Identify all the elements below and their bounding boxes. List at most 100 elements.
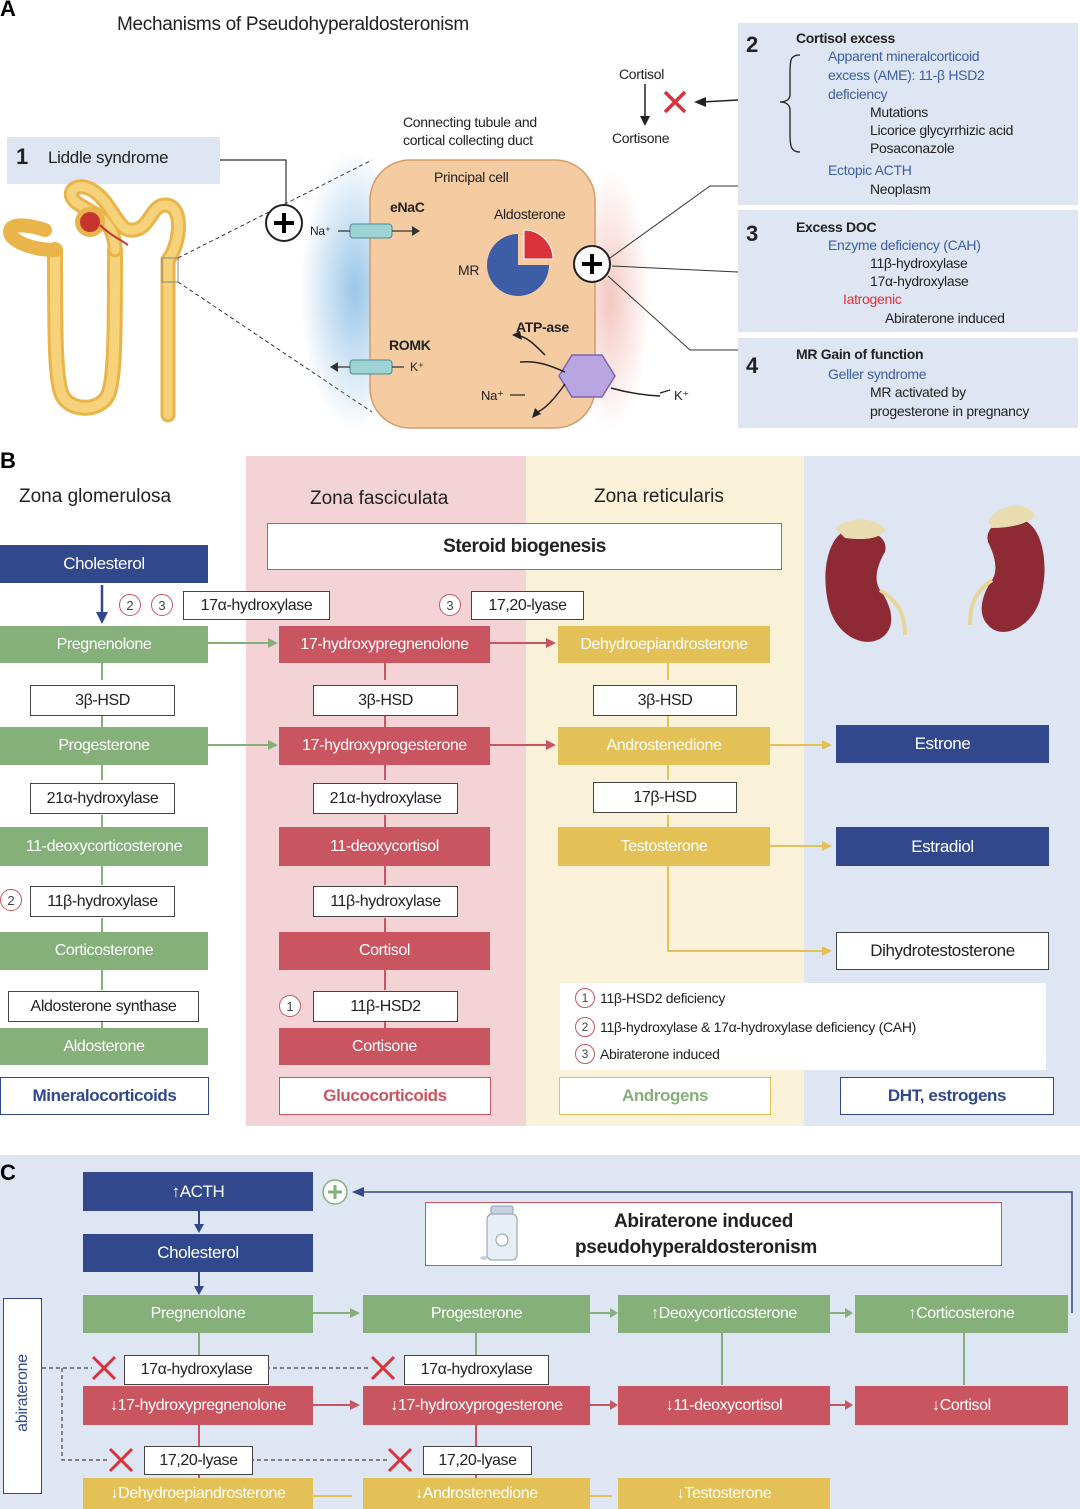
- zona-glomerulosa-heading: Zona glomerulosa: [19, 486, 172, 507]
- cortisol-label: Cortisol: [619, 66, 665, 82]
- romk-channel-icon: [330, 359, 404, 375]
- duct-label: Connecting tubule and: [403, 114, 537, 130]
- block-x-icon: [91, 1355, 117, 1381]
- aldosterone-label: Aldosterone: [494, 206, 566, 222]
- dhea-box: ↓Dehydroepiandrosterone: [83, 1478, 313, 1509]
- box3-line: Enzyme deficiency (CAH): [828, 237, 981, 253]
- cortisol-box: ↓Cortisol: [855, 1386, 1068, 1425]
- testosterone-box: ↓Testosterone: [618, 1478, 830, 1509]
- mr-gain-box: [738, 338, 1078, 428]
- enzyme-aldosterone-synthase: Aldosterone synthase: [8, 991, 199, 1022]
- legend-text: Abiraterone induced: [600, 1046, 720, 1062]
- box1-number: 1: [16, 144, 29, 169]
- box2-line: Apparent mineralcorticoid: [828, 48, 980, 64]
- excess-doc-box: [738, 210, 1078, 332]
- pregnenolone-box: Pregnenolone: [83, 1295, 313, 1333]
- panel-a-drawing: [2, 54, 801, 430]
- box4-title: MR Gain of function: [796, 346, 924, 362]
- legend-marker: 2: [575, 1017, 595, 1037]
- panel-c-letter: C: [0, 1160, 16, 1185]
- enac-label: eNaC: [390, 199, 425, 215]
- panel-a-letter: A: [0, 0, 16, 21]
- enzyme-17-20-lyase: 17,20-lyase: [471, 591, 584, 620]
- condition-legend: [560, 983, 1046, 1070]
- liddle-box: [7, 137, 220, 184]
- atpase-label: ATP-ase: [516, 319, 569, 335]
- condition-marker: 3: [439, 594, 461, 616]
- aldosterone-box: Aldosterone: [0, 1028, 208, 1065]
- deoxycortisol-box: ↓11-deoxycortisol: [618, 1386, 830, 1425]
- box3-line: Iatrogenic: [843, 291, 902, 307]
- hydroxypregnenolone-box: ↓17-hydroxypregnenolone: [83, 1386, 313, 1425]
- corticosterone-box: ↑Corticosterone: [855, 1295, 1068, 1333]
- cortisol-excess-box: [738, 23, 1078, 205]
- liddle-label: Liddle syndrome: [48, 148, 169, 167]
- enzyme-17a-hydroxylase: 17α-hydroxylase: [124, 1355, 269, 1385]
- box2-line: Posaconazole: [870, 140, 955, 156]
- abiraterone-title-box: [425, 1202, 1002, 1266]
- na-label: Na⁺: [310, 224, 331, 238]
- estradiol-box: Estradiol: [836, 827, 1049, 866]
- deoxycortisol-box: 11-deoxycortisol: [279, 827, 490, 866]
- hydroxyprogesterone-box: ↓17-hydroxyprogesterone: [363, 1386, 590, 1425]
- enzyme-3b-hsd: 3β-HSD: [30, 685, 175, 716]
- androstenedione-box: Androstenedione: [558, 727, 770, 765]
- legend-marker: 1: [575, 988, 595, 1008]
- nephron-illustration: [2, 179, 186, 423]
- cortisone-box: Cortisone: [279, 1028, 490, 1065]
- mr-label: MR: [458, 262, 480, 278]
- steroid-biogenesis-title: Steroid biogenesis: [267, 523, 782, 570]
- atpase-pump-icon: [510, 331, 671, 418]
- dhea-box: Dehydroepiandrosterone: [558, 626, 770, 663]
- block-x-icon: [387, 1447, 413, 1473]
- box3-line: Abiraterone induced: [885, 310, 1005, 326]
- enzyme-11b-hydroxylase: 11β-hydroxylase: [30, 886, 175, 917]
- cholesterol-box: Cholesterol: [83, 1234, 313, 1272]
- box2-line: Ectopic ACTH: [828, 162, 912, 178]
- panel-c-title: Abiraterone induced: [614, 1211, 794, 1232]
- box4-line: Geller syndrome: [828, 366, 927, 382]
- dht-estrogens-label: DHT, estrogens: [840, 1077, 1054, 1115]
- cholesterol-box: Cholesterol: [0, 545, 208, 583]
- enzyme-11b-hydroxylase: 11β-hydroxylase: [313, 886, 458, 917]
- cortisol-box: Cortisol: [279, 932, 490, 970]
- abiraterone-label-box: [3, 1298, 42, 1494]
- legend-marker: 3: [575, 1044, 595, 1064]
- legend-text: 11β-hydroxylase & 17α-hydroxylase defici…: [600, 1019, 917, 1035]
- box2-line: Licorice glycyrrhizic acid: [870, 122, 1014, 138]
- androgens-label: Androgens: [559, 1077, 771, 1115]
- box3-line: 17α-hydroxylase: [870, 273, 969, 289]
- box2-line: excess (AME): 11-β HSD2: [828, 67, 985, 83]
- box4-number: 4: [746, 353, 759, 378]
- panel-a-title: Mechanisms of Pseudohyperaldosteronism: [117, 14, 469, 35]
- zona-fasciculata-heading: Zona fasciculata: [310, 488, 449, 509]
- na-label: Na⁺: [481, 388, 504, 403]
- panel-c-title: pseudohyperaldosteronism: [575, 1237, 817, 1258]
- box3-title: Excess DOC: [796, 219, 877, 235]
- k-label: K⁺: [410, 360, 424, 374]
- mineralocorticoids-label: Mineralocorticoids: [0, 1077, 209, 1115]
- enzyme-17a-hydroxylase: 17α-hydroxylase: [183, 591, 330, 620]
- hydroxypregnenolone-box: 17-hydroxypregnenolone: [279, 626, 490, 663]
- enzyme-17b-hsd: 17β-HSD: [593, 782, 737, 813]
- pregnenolone-box: Pregnenolone: [0, 626, 208, 663]
- glucocorticoids-label: Glucocorticoids: [279, 1077, 491, 1115]
- box3-line: 11β-hydroxylase: [870, 255, 968, 271]
- deoxycorticosterone-box: 11-deoxycorticosterone: [0, 827, 208, 866]
- corticosterone-box: Corticosterone: [0, 932, 208, 970]
- dihydrotestosterone-box: Dihydrotestosterone: [836, 932, 1049, 970]
- romk-label: ROMK: [389, 337, 431, 353]
- box4-line: progesterone in pregnancy: [870, 403, 1030, 419]
- enzyme-21a-hydroxylase: 21α-hydroxylase: [313, 783, 458, 814]
- hydroxyprogesterone-box: 17-hydroxyprogesterone: [279, 727, 490, 765]
- box4-line: MR activated by: [870, 384, 966, 400]
- condition-marker: 3: [151, 594, 173, 616]
- zona-reticularis-heading: Zona reticularis: [594, 486, 724, 507]
- condition-marker: 2: [119, 594, 141, 616]
- progesterone-box: Progesterone: [363, 1295, 590, 1333]
- enzyme-17a-hydroxylase: 17α-hydroxylase: [404, 1355, 549, 1385]
- k-label: K⁺: [674, 388, 689, 403]
- panel-b-letter: B: [0, 448, 16, 473]
